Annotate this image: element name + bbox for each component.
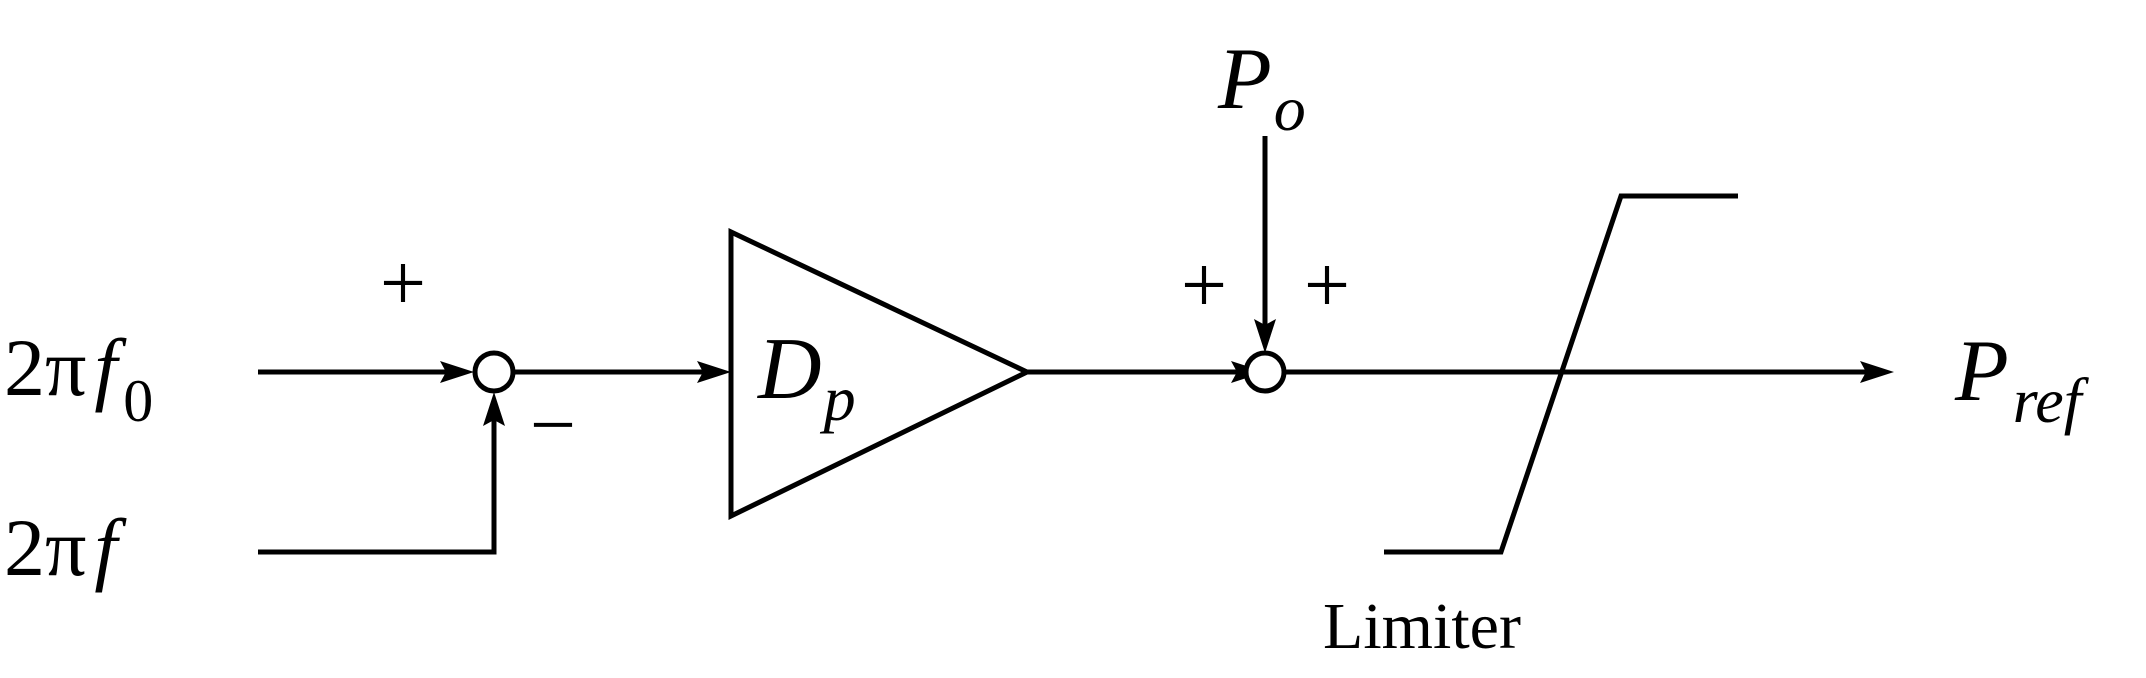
gain-block-triangle — [728, 228, 1033, 520]
input-measured-frequency-label: 2πf — [4, 502, 127, 593]
measured-frequency-line — [258, 410, 497, 555]
summing-junction-2 — [1243, 350, 1287, 394]
ref-frequency-arrowhead — [440, 361, 474, 383]
sum1-plus-sign: + — [380, 237, 426, 328]
setpoint-arrowhead — [1254, 319, 1276, 353]
limiter-label: Limiter — [1323, 590, 1521, 663]
sum1-minus-sign: − — [530, 379, 576, 470]
output-arrowhead — [1860, 361, 1894, 383]
measured-frequency-arrowhead — [483, 392, 505, 426]
gain-block-label: Dp — [757, 321, 856, 434]
setpoint-label: Po — [1217, 31, 1306, 144]
error-signal-arrowhead — [697, 361, 731, 383]
sum2-plus-top-sign: + — [1304, 239, 1350, 330]
sum2-plus-left-sign: + — [1181, 239, 1227, 330]
limiter-characteristic — [1384, 193, 1738, 555]
output-label: Pref — [1954, 323, 2090, 436]
summing-junction-1 — [472, 350, 516, 394]
